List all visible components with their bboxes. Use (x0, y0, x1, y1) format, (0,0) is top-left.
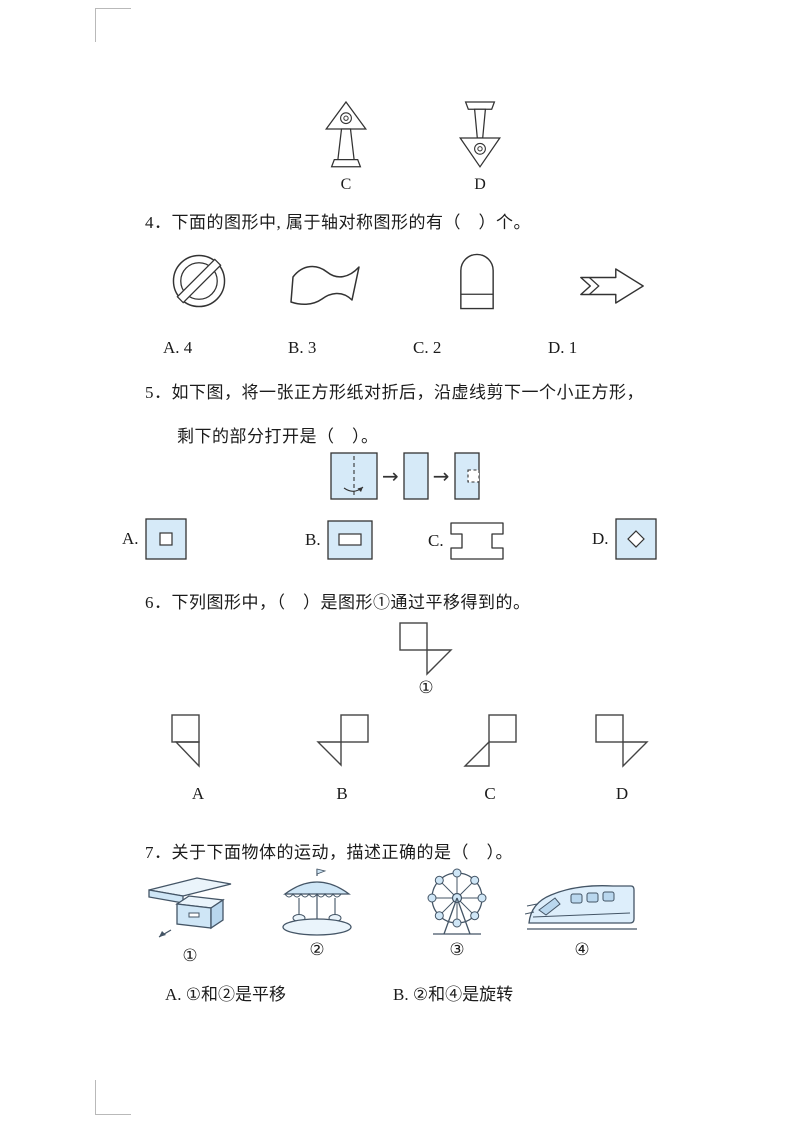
arrow-right-icon: → (432, 464, 450, 488)
wavy-flag (290, 265, 360, 305)
square-triangle-figure-1 (399, 622, 453, 676)
q6-reference-figure: ① (396, 620, 456, 698)
notched-rectangle-shape (449, 522, 504, 560)
square-triangle-option-a (171, 714, 200, 768)
upward-arrow-with-circle-figure (324, 100, 368, 168)
arrow-right-icon: → (382, 464, 399, 488)
question-7-text: 7．关于下面物体的运动，描述正确的是（ ）。 (145, 843, 513, 862)
q7-image-3: ③ (420, 868, 494, 960)
q5-option-c-label: C. (428, 531, 444, 550)
square-with-rectangle-hole (326, 520, 373, 560)
q5-option-b-label: B. (305, 530, 321, 549)
crop-mark-bottom-left-horizontal (95, 1114, 131, 1115)
q7-option-b: B. ②和④是旋转 (393, 985, 514, 1004)
question-5-line2: 剩下的部分打开是（ ）。 (177, 427, 379, 446)
q6-option-c-label: C (484, 784, 496, 803)
arch-door (460, 253, 494, 310)
q5-option-b: B. (305, 520, 373, 560)
square-with-diamond-hole (614, 518, 657, 560)
q4-option-a: A. 4 (163, 338, 193, 357)
q7-image-3-label: ③ (449, 940, 465, 959)
q6-option-c: C (460, 712, 520, 804)
crop-mark-bottom-left-vertical (95, 1080, 96, 1115)
q6-option-d: D (592, 712, 652, 804)
q5-option-a-label: A. (122, 529, 139, 548)
folded-rectangle (403, 452, 429, 500)
no-entry-sign (172, 254, 226, 308)
square-triangle-option-d (595, 714, 649, 768)
q6-option-a-label: A (191, 784, 205, 803)
prev-question-option-d: D (452, 100, 508, 194)
question-4-text: 4．下面的图形中, 属于轴对称图形的有（ ）个。 (145, 213, 531, 232)
square-with-fold-line (330, 452, 378, 500)
q6-option-a: A (168, 712, 228, 804)
q5-option-a: A. (122, 518, 187, 560)
q7-image-1-label: ① (182, 946, 198, 965)
crop-mark-top-left-horizontal (95, 8, 131, 9)
q5-option-d: D. (592, 518, 657, 560)
q7-image-4-label: ④ (574, 940, 590, 959)
q7-image-1: ① (146, 870, 234, 966)
square-with-small-square-hole (144, 518, 187, 560)
q7-image-2-label: ② (309, 940, 325, 959)
option-c-label: C (340, 176, 352, 193)
q6-option-b-label: B (336, 784, 348, 803)
square-triangle-option-c (463, 714, 517, 767)
q4-option-c: C. 2 (413, 338, 442, 357)
carousel (282, 868, 352, 936)
q5-option-c: C. (428, 522, 504, 560)
question-6-text: 6．下列图形中，（ ）是图形①通过平移得到的。 (145, 593, 531, 612)
ferris-wheel (427, 868, 487, 935)
q4-option-d: D. 1 (548, 338, 578, 357)
drawer-being-pulled (148, 877, 232, 938)
q7-image-4: ④ (524, 878, 640, 960)
square-triangle-option-b (316, 714, 369, 767)
hollow-arrow (580, 268, 644, 304)
crop-mark-top-left-vertical (95, 8, 96, 42)
q4-option-b: B. 3 (288, 338, 317, 357)
folded-rectangle-with-cut (453, 452, 480, 500)
high-speed-train (525, 885, 637, 930)
question-5-line1: 5．如下图，将一张正方形纸对折后，沿虚线剪下一个小正方形， (145, 383, 644, 402)
q7-option-a: A. ①和②是平移 (165, 985, 287, 1004)
q5-option-d-label: D. (592, 529, 609, 548)
prev-question-option-c: C (318, 100, 374, 194)
q5-fold-diagram: → → (330, 452, 480, 500)
q6-figure-label: ① (418, 678, 434, 697)
q6-option-d-label: D (615, 784, 629, 803)
q6-option-b: B (312, 712, 372, 804)
q7-image-2: ② (276, 868, 358, 960)
option-d-label: D (474, 176, 486, 193)
downward-arrow-with-circle-figure (459, 101, 501, 168)
